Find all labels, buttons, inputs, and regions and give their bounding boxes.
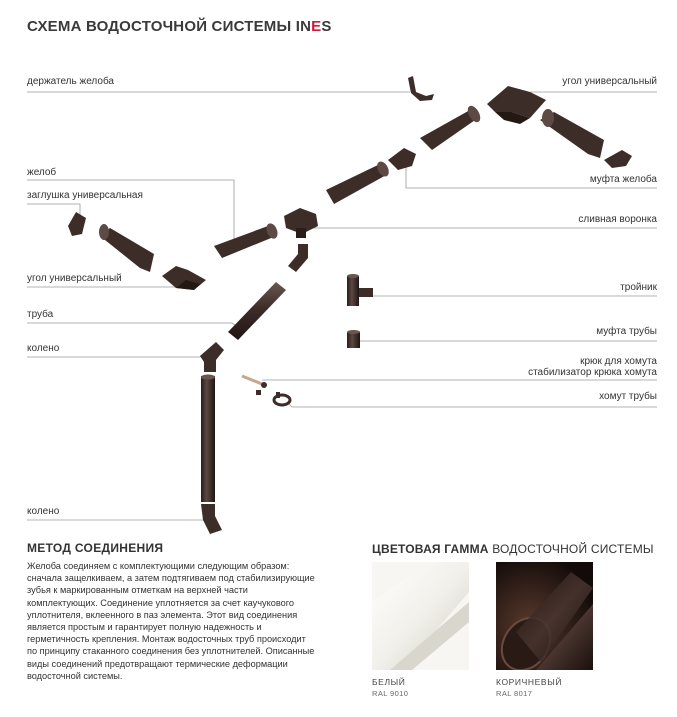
gutter-system-diagram <box>27 76 657 534</box>
funnel-icon <box>284 208 318 238</box>
swatch-brown-ral: RAL 8017 <box>496 689 533 698</box>
label-pipe-clamp: хомут трубы <box>599 391 657 402</box>
label-tee: тройник <box>620 282 657 293</box>
label-pipe: труба <box>27 309 54 320</box>
method-text: Желоба соединяем с комплектующими следую… <box>27 561 315 681</box>
leader-lines <box>27 91 657 521</box>
label-gutter-holder: держатель желоба <box>27 76 114 87</box>
pipe-clamp-icon <box>272 392 292 407</box>
label-gutter-coupling: муфта желоба <box>589 174 657 185</box>
gutter-left-icon <box>99 224 154 272</box>
method-heading: МЕТОД СОЕДИНЕНИЯ <box>27 541 164 555</box>
hook-icon <box>241 374 267 395</box>
swatch-white-ral: RAL 9010 <box>372 689 409 698</box>
gutter-middle-icon <box>326 161 389 204</box>
gutter-coupling-right-icon <box>604 150 632 168</box>
pipe-diagonal-icon <box>228 282 286 340</box>
label-corner-left: угол универсальный <box>27 273 122 284</box>
swatch-brown-name: КОРИЧНЕВЫЙ <box>496 677 563 687</box>
white-pipe-image <box>372 562 469 670</box>
corner-left-icon <box>162 266 206 290</box>
label-elbow-top: колено <box>27 343 60 354</box>
label-hook-stabilizer: стабилизатор крюка хомута <box>528 367 657 378</box>
page-title: СХЕМА ВОДОСТОЧНОЙ СИСТЕМЫ INES <box>27 18 332 35</box>
tee-icon <box>347 274 373 306</box>
gutter-left-middle-icon <box>214 223 278 258</box>
label-end-cap: заглушка универсальная <box>27 190 143 201</box>
colors-heading: ЦВЕТОВАЯ ГАММА ВОДОСТОЧНОЙ СИСТЕМЫ <box>372 542 654 556</box>
swatch-white-name: БЕЛЫЙ <box>372 677 406 687</box>
corner-right-icon <box>487 86 546 124</box>
label-pipe-coupling: муфта трубы <box>596 326 657 337</box>
label-gutter: желоб <box>27 167 57 178</box>
funnel-elbow-icon <box>288 244 308 272</box>
elbow-bottom-icon <box>201 504 222 534</box>
elbow-top-icon <box>200 342 224 372</box>
end-cap-icon <box>68 212 86 236</box>
downpipe-icon <box>201 376 215 502</box>
label-hook: крюк для хомута <box>580 356 657 367</box>
brown-pipe-image <box>496 562 593 670</box>
label-elbow-bottom: колено <box>27 506 60 517</box>
label-funnel: сливная воронка <box>578 214 657 225</box>
gutter-right-icon <box>540 109 604 158</box>
gutter-coupling-icon <box>388 148 416 170</box>
gutter-upper-icon <box>420 105 481 150</box>
swatch-brown <box>496 562 593 670</box>
pipe-coupling-icon <box>347 330 360 348</box>
gutter-holder-icon <box>408 76 434 101</box>
swatch-white <box>372 562 469 670</box>
label-corner-right: угол универсальный <box>562 76 657 87</box>
